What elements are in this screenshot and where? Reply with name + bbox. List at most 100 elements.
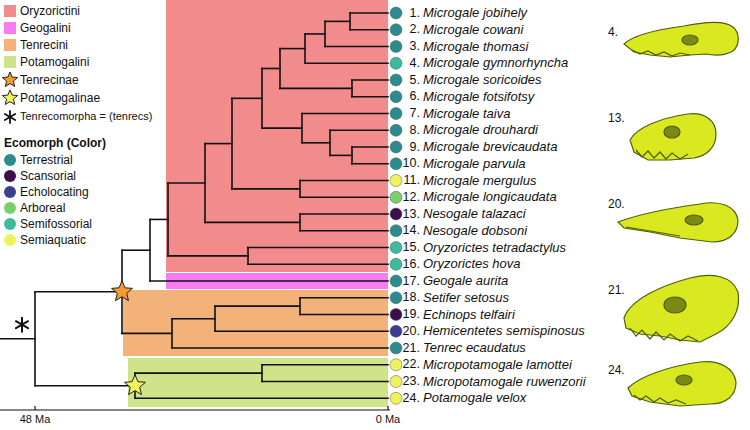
species-name: Oryzorictes tetradactylus	[423, 240, 566, 256]
tree-branch	[305, 62, 388, 64]
skull-teeth	[632, 50, 690, 56]
species-name: Hemicentetes semispinosus	[423, 323, 585, 339]
species-number: 21.	[403, 341, 420, 356]
legend-text: Semifossorial	[20, 217, 92, 231]
tree-branch	[205, 143, 232, 145]
tree-branch	[300, 180, 388, 182]
ecomorph-dot	[390, 309, 402, 321]
ecomorph-dot	[390, 175, 402, 187]
ecomorph-dot	[390, 191, 402, 203]
species-number: 6.	[410, 89, 420, 104]
skull-drawing	[630, 114, 716, 160]
skull-orbit	[682, 35, 698, 45]
legend-text: Scansorial	[20, 169, 76, 183]
species-name: Microgale cowani	[423, 22, 523, 38]
skull-drawings	[618, 22, 739, 406]
ecomorph-dot	[390, 275, 402, 287]
legend-text: Semiaquatic	[20, 233, 86, 247]
axis-line	[0, 409, 390, 410]
tree-branch	[168, 182, 205, 184]
species-name: Tenrec ecaudatus	[423, 340, 526, 356]
species-number: 22.	[403, 357, 420, 372]
skull-teeth	[630, 328, 698, 341]
tree-marks	[2, 7, 402, 404]
tree-branch	[330, 155, 352, 157]
ecomorph-dot	[390, 208, 402, 220]
species-number: 7.	[410, 106, 420, 121]
species-name: Setifer setosus	[423, 290, 509, 306]
tree-branch	[35, 385, 135, 387]
skull-outline	[630, 114, 716, 160]
species-name: Microgale drouhardi	[423, 122, 538, 138]
tree-branch	[205, 222, 300, 224]
species-name: Microgale jobihely	[423, 5, 527, 21]
species-number: 1.	[410, 6, 420, 21]
tree-branch	[300, 297, 388, 299]
ecomorph-swatch	[4, 202, 16, 214]
node-star	[125, 375, 146, 395]
tree-branch	[168, 255, 248, 257]
tree-branch	[172, 318, 215, 320]
skull-drawing	[624, 22, 738, 57]
species-number: 4.	[410, 56, 420, 71]
ecomorph-dot	[390, 359, 402, 371]
tree-branch	[352, 163, 388, 165]
tree-branch	[262, 127, 302, 129]
legend-text: Potamogalini	[20, 55, 89, 69]
legend-text: Tenrecinae	[20, 73, 79, 87]
ecomorph-dot	[390, 141, 402, 153]
tree-branch	[135, 397, 388, 399]
skull-outline	[628, 362, 736, 406]
tree-branch	[352, 96, 388, 98]
skull-outline	[618, 203, 738, 242]
species-name: Geogale aurita	[423, 273, 508, 289]
skull-outline	[624, 275, 739, 342]
tree-branch	[262, 381, 388, 383]
species-number: 8.	[410, 123, 420, 138]
tree-branch	[232, 188, 300, 190]
node-star	[112, 281, 133, 301]
skull-teeth	[636, 150, 688, 159]
species-number: 13.	[403, 207, 420, 222]
species-name: Nesogale talazaci	[423, 206, 526, 222]
species-name: Microgale mergulus	[423, 173, 536, 189]
species-name: Nesogale dobsoni	[423, 223, 527, 239]
tree-branch	[325, 46, 388, 48]
tree-branch	[330, 129, 388, 131]
tree-branches	[0, 13, 388, 398]
ecomorph-dot	[390, 342, 402, 354]
skull-orbit	[664, 297, 686, 313]
tree-branch	[302, 113, 388, 115]
ecomorph-swatch	[4, 170, 16, 182]
ecomorph-dot	[390, 376, 402, 388]
tree-branch	[300, 230, 388, 232]
ecomorph-dot	[390, 108, 402, 120]
ecomorph-dot	[390, 91, 402, 103]
species-name: Microgale thomasi	[423, 39, 529, 55]
asterisk-stroke	[5, 114, 15, 120]
tree-branch	[262, 364, 388, 366]
skull-drawing	[628, 362, 736, 406]
species-number: 23.	[403, 374, 420, 389]
tree-branch	[300, 314, 388, 316]
ecomorph-dot	[390, 7, 402, 19]
ecomorph-swatch	[4, 234, 16, 246]
clade-band	[128, 358, 388, 407]
tree-branch	[352, 79, 388, 81]
clade-band	[123, 290, 388, 356]
tree-branch	[302, 142, 330, 144]
skull-number: 24.	[608, 363, 625, 377]
color-swatch	[4, 5, 16, 17]
species-name: Oryzorictes hova	[423, 256, 521, 272]
species-number: 5.	[410, 73, 420, 88]
legend-heading: Ecomorph (Color)	[4, 136, 106, 150]
tree-branch	[150, 219, 168, 221]
tree-branch	[0, 338, 35, 340]
species-number: 14.	[403, 223, 420, 238]
species-name: Microgale parvula	[423, 156, 526, 172]
skull-number: 21.	[608, 283, 625, 297]
ecomorph-dot	[390, 225, 402, 237]
tree-branch	[350, 29, 388, 31]
species-number: 17.	[403, 274, 420, 289]
